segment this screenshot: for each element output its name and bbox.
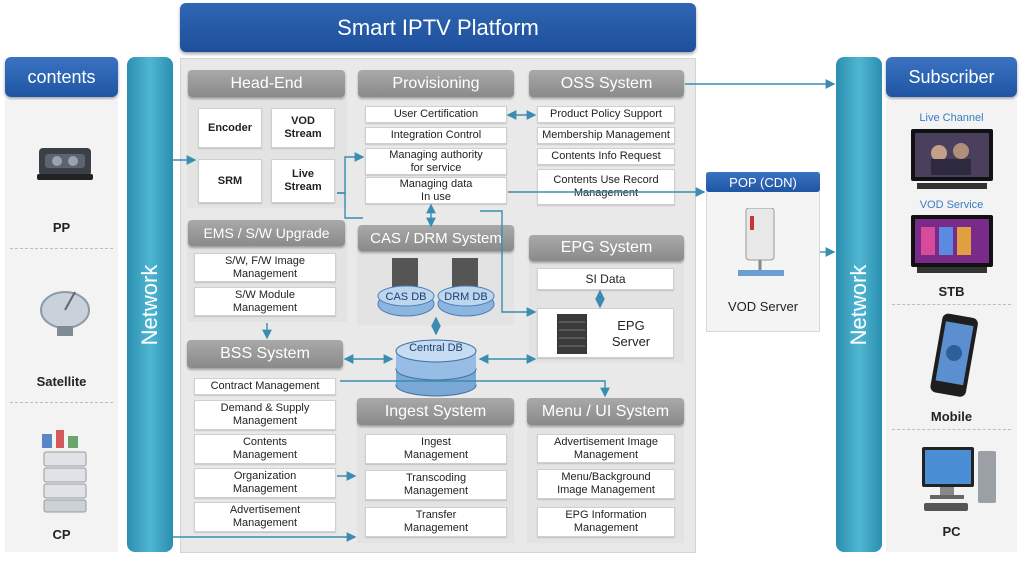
ems-title: EMS / S/W Upgrade bbox=[188, 220, 345, 246]
tv-vod-icon bbox=[911, 215, 993, 273]
si-data-box: SI Data bbox=[537, 268, 674, 290]
transcoding-management-box: Transcoding Management bbox=[365, 470, 507, 500]
central-db-label: Central DB bbox=[409, 342, 463, 354]
divider bbox=[10, 402, 113, 403]
contents-header: contents bbox=[5, 57, 118, 97]
satellite-dish-icon bbox=[40, 291, 90, 336]
divider bbox=[892, 304, 1011, 305]
headend-title: Head-End bbox=[188, 70, 345, 97]
stb-label: STB bbox=[938, 284, 965, 299]
integration-control-box: Integration Control bbox=[365, 127, 507, 144]
cas-title: CAS / DRM System bbox=[358, 225, 514, 251]
sw-module-box: S/W Module Management bbox=[194, 287, 336, 316]
provisioning-title: Provisioning bbox=[358, 70, 514, 97]
membership-management-box: Membership Management bbox=[537, 127, 675, 144]
platform-title: Smart IPTV Platform bbox=[180, 3, 696, 52]
vod-server-label: VOD Server bbox=[727, 299, 799, 314]
cp-label: CP bbox=[52, 527, 71, 542]
managing-data-box: Managing data In use bbox=[365, 177, 507, 204]
ad-image-management-box: Advertisement Image Management bbox=[537, 434, 675, 463]
mobile-phone-icon bbox=[930, 313, 978, 397]
cp-server-stack-icon bbox=[42, 430, 87, 513]
satellite-label: Satellite bbox=[36, 374, 87, 389]
contents-info-box: Contents Info Request bbox=[537, 148, 675, 165]
mobile-label: Mobile bbox=[930, 409, 973, 424]
pc-label: PC bbox=[942, 524, 961, 539]
tv-live-icon bbox=[911, 129, 993, 189]
cas-db-label: CAS DB bbox=[385, 291, 427, 303]
user-certification-box: User Certification bbox=[365, 106, 507, 123]
vod-stream-box: VOD Stream bbox=[271, 108, 335, 148]
advertisement-management-box: Advertisement Management bbox=[194, 502, 336, 532]
contents-use-record-box: Contents Use Record Management bbox=[537, 169, 675, 205]
epg-server-label: EPG Server bbox=[611, 318, 651, 349]
drm-db-label: DRM DB bbox=[444, 291, 488, 303]
pop-title: POP (CDN) bbox=[706, 172, 820, 192]
network-bar-right: Network bbox=[836, 57, 882, 552]
drm-db-icon bbox=[437, 258, 495, 317]
divider bbox=[10, 248, 113, 249]
demand-supply-box: Demand & Supply Management bbox=[194, 400, 336, 430]
oss-title: OSS System bbox=[529, 70, 684, 97]
encoder-box: Encoder bbox=[198, 108, 262, 148]
transfer-management-box: Transfer Management bbox=[365, 507, 507, 537]
bss-title: BSS System bbox=[187, 340, 343, 368]
divider bbox=[892, 429, 1011, 430]
live-stream-box: Live Stream bbox=[271, 159, 335, 203]
epg-title: EPG System bbox=[529, 235, 684, 261]
live-channel-label: Live Channel bbox=[919, 112, 984, 124]
network-bar-left: Network bbox=[127, 57, 173, 552]
server-rack-icon bbox=[557, 314, 587, 354]
vod-service-label: VOD Service bbox=[919, 199, 984, 211]
pp-device-icon bbox=[37, 148, 93, 180]
srm-box: SRM bbox=[198, 159, 262, 203]
contents-management-box: Contents Management bbox=[194, 434, 336, 464]
managing-authority-box: Managing authority for service bbox=[365, 148, 507, 175]
ingest-management-box: Ingest Management bbox=[365, 434, 507, 464]
contract-management-box: Contract Management bbox=[194, 378, 336, 395]
organization-management-box: Organization Management bbox=[194, 468, 336, 498]
menu-background-box: Menu/Background Image Management bbox=[537, 469, 675, 499]
sw-fw-image-box: S/W, F/W Image Management bbox=[194, 253, 336, 282]
subscriber-header: Subscriber bbox=[886, 57, 1017, 97]
pp-label: PP bbox=[52, 220, 71, 235]
ingest-title: Ingest System bbox=[357, 398, 514, 425]
vod-server-icon bbox=[738, 208, 784, 276]
cas-db-icon bbox=[377, 258, 435, 317]
menu-title: Menu / UI System bbox=[527, 398, 684, 425]
pc-computer-icon bbox=[922, 447, 996, 511]
product-policy-box: Product Policy Support bbox=[537, 106, 675, 123]
epg-information-box: EPG Information Management bbox=[537, 507, 675, 537]
